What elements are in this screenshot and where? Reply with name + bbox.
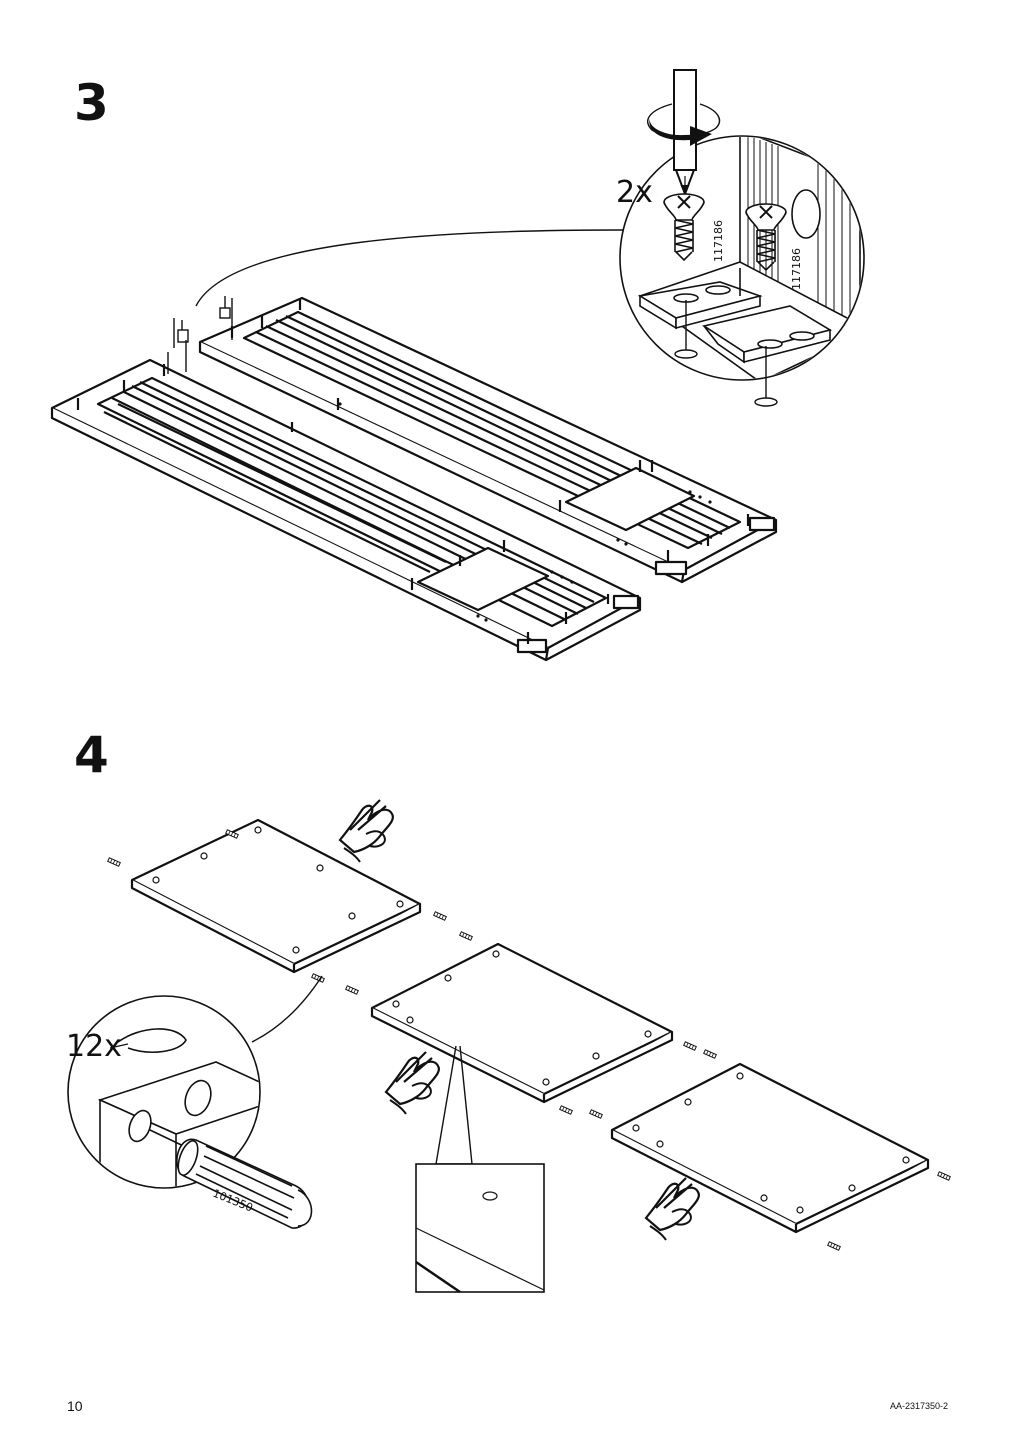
step-4-illustration: 12x 101350 xyxy=(66,798,951,1294)
screw-part-number: 117186 xyxy=(712,220,725,262)
panel-b xyxy=(370,942,674,1104)
detail-callout-line xyxy=(195,199,651,307)
dowel-icon xyxy=(149,1129,313,1229)
frame-hole-dots xyxy=(338,402,712,622)
hand-pointer-icon xyxy=(384,1050,441,1116)
panel-c xyxy=(610,1062,930,1234)
page-number: 10 xyxy=(67,1398,83,1414)
screw-icon xyxy=(745,203,787,272)
step-3-quantity: 2x xyxy=(616,175,653,210)
rotation-arrow-icon xyxy=(647,103,721,146)
hand-pointer-icon xyxy=(644,1176,701,1242)
left-slat-frame xyxy=(50,358,642,662)
step-4-quantity: 12x xyxy=(66,1029,122,1064)
panel-a xyxy=(130,818,422,974)
step-4-number: 4 xyxy=(74,726,109,784)
screw-icon xyxy=(663,193,705,262)
joint-brackets xyxy=(167,296,233,374)
step-3-illustration: 2x 117186 117186 xyxy=(50,69,865,662)
document-code: AA-2317350-2 xyxy=(889,1401,948,1411)
right-slat-frame xyxy=(198,296,778,584)
screw-part-number-2: 117186 xyxy=(790,248,803,290)
detail-circle-screw xyxy=(619,135,865,407)
detail-circle-dowel xyxy=(67,975,323,1229)
zoom-inset xyxy=(415,1045,545,1294)
hand-pointer-icon xyxy=(338,798,395,864)
step-3-number: 3 xyxy=(74,74,109,132)
